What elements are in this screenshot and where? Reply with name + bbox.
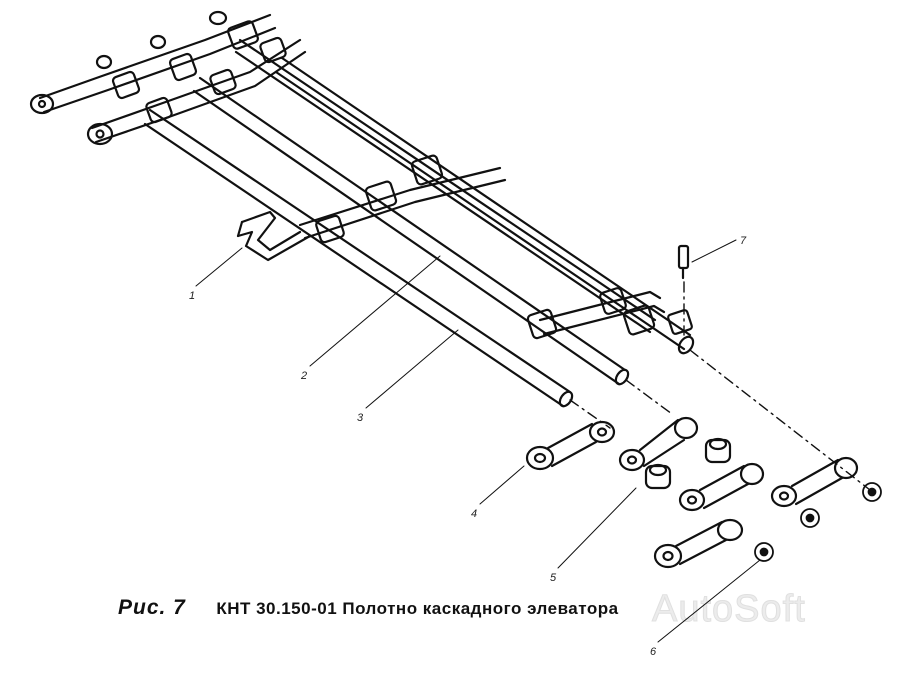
watermark: AutoSoft xyxy=(652,588,806,631)
crossbar-links-left xyxy=(29,10,307,146)
rod-rear xyxy=(274,56,695,355)
assembly-axis-lines xyxy=(569,281,871,491)
part-1-hook xyxy=(236,210,312,262)
bushings-upper xyxy=(111,20,287,124)
part-4-link-arms xyxy=(525,416,859,569)
crossbar-middle xyxy=(298,154,507,244)
part-5-bushings xyxy=(644,437,732,490)
figure-title: КНТ 30.150-01 Полотно каскадного элевато… xyxy=(216,599,619,618)
callout-4: 4 xyxy=(471,508,477,520)
crossbar-right xyxy=(526,287,693,340)
callout-2: 2 xyxy=(300,370,307,382)
part-6-nuts xyxy=(754,482,882,562)
callout-numbers: 1 2 3 4 5 6 7 xyxy=(189,235,747,658)
callout-leaders xyxy=(195,239,761,643)
rod-2 xyxy=(192,76,630,386)
part-7-pin xyxy=(677,244,690,280)
figure-caption: Рис. 7 КНТ 30.150-01 Полотно каскадного … xyxy=(118,596,619,620)
rod-3 xyxy=(143,108,574,408)
callout-6: 6 xyxy=(650,646,657,658)
callout-1: 1 xyxy=(189,290,195,302)
figure-label: Рис. 7 xyxy=(118,596,186,619)
callout-5: 5 xyxy=(550,572,557,584)
callout-3: 3 xyxy=(357,412,364,424)
callout-7: 7 xyxy=(740,235,747,247)
